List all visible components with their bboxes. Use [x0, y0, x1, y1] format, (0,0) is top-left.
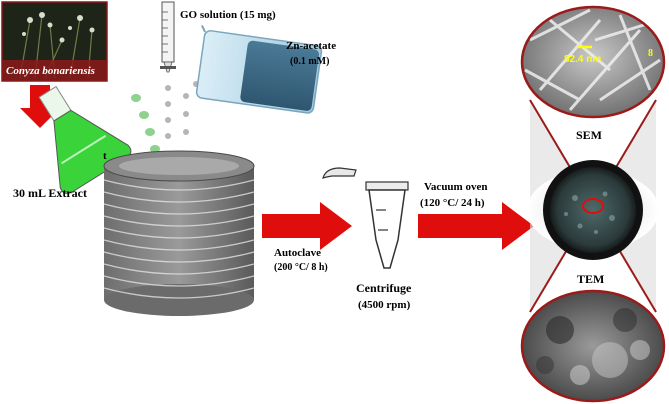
sem-label: SEM: [576, 128, 602, 142]
flask-label-fragment: t: [103, 150, 107, 162]
burette: [160, 1, 176, 73]
autoclave-label: Autoclave: [274, 247, 321, 259]
extract-label: 30 mL Extract: [13, 186, 87, 200]
sem-image: [520, 5, 666, 119]
arrow-autoclave-to-centrifuge: [262, 202, 352, 250]
zn-acetate-label: Zn-acetate: [286, 40, 336, 52]
vacuum-oven-label: Vacuum oven: [424, 181, 487, 193]
centrifuge-tube: [322, 167, 409, 269]
plant-photo: [1, 1, 108, 82]
green-flask: [38, 85, 132, 194]
zn-concentration-label: (0.1 mM): [290, 56, 329, 67]
product-dish: [527, 160, 659, 260]
sem-scale-bar-label: 82.4 nm: [564, 54, 601, 65]
sem-edge-fragment: 8: [648, 48, 653, 59]
plant-name: Conyza bonariensis: [6, 65, 95, 77]
autoclave-conditions: (200 °C/ 8 h): [274, 262, 328, 273]
arrow-centrifuge-to-oven: [418, 202, 534, 250]
go-solution-label: GO solution (15 mg): [180, 9, 276, 21]
tem-label: TEM: [577, 272, 604, 286]
autoclave-vessel: [103, 150, 255, 316]
centrifuge-label: Centrifuge: [356, 281, 412, 295]
vacuum-oven-conditions: (120 °C/ 24 h): [420, 197, 485, 209]
grey-droplets: [165, 81, 199, 139]
centrifuge-speed: (4500 rpm): [358, 299, 411, 311]
tem-image: [520, 289, 666, 403]
zn-beaker: [195, 25, 323, 114]
